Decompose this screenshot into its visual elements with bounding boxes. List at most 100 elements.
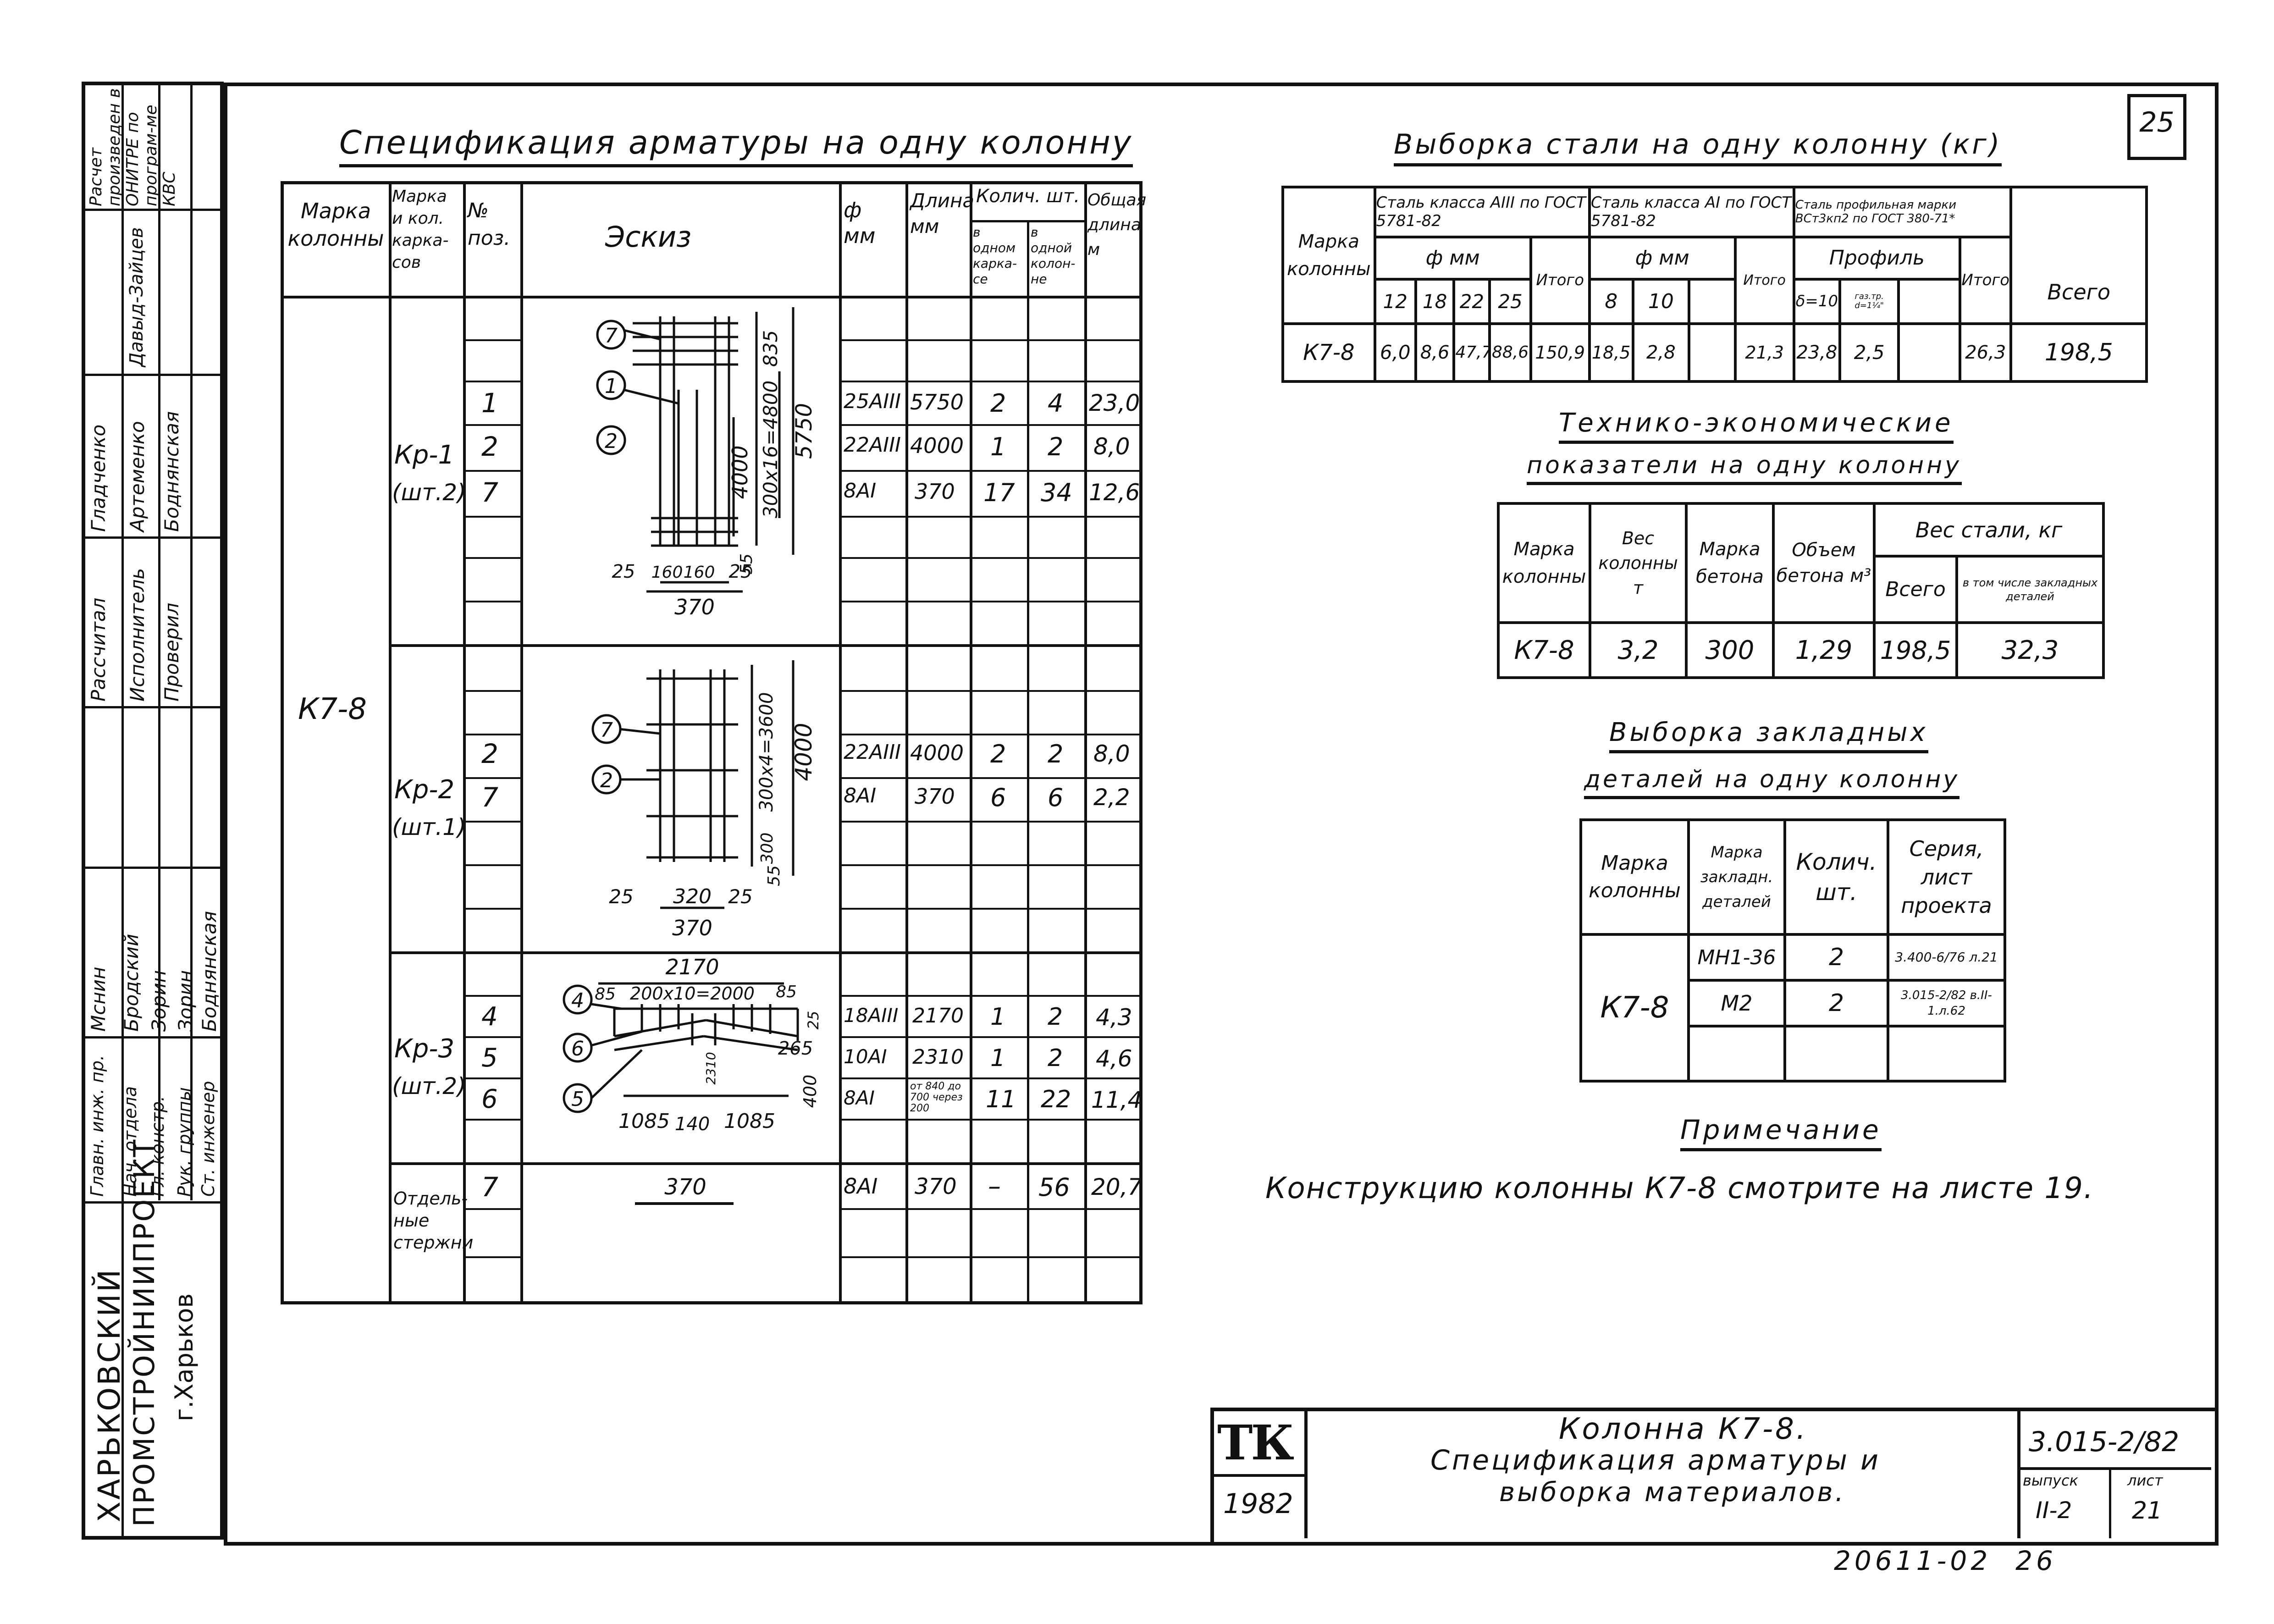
svg-text:4000: 4000 (790, 723, 817, 781)
steel-h-dmm2: ф мм (1588, 235, 1737, 281)
len: 2310 (912, 1045, 964, 1069)
title-sheet: 21 (2132, 1497, 2163, 1525)
callout-7: 7 (605, 324, 618, 348)
steel-h-itogo1: Итого (1529, 235, 1591, 325)
svg-text:6: 6 (571, 1037, 584, 1061)
svg-text:25: 25 (805, 1011, 822, 1030)
stamp-name-1: Бродский (120, 934, 143, 1032)
diam: 18АIII (844, 1004, 899, 1027)
stamp-role-3: Рук. группы (174, 1087, 194, 1197)
group-mark-kr1: Кр-1 (394, 440, 455, 470)
qc: 2 (1048, 740, 1064, 768)
svg-text:300x4=3600: 300x4=3600 (756, 692, 777, 812)
spec-h-sketch: Эскиз (605, 220, 692, 254)
stamp-name-check: Боднянская (160, 411, 183, 532)
qc: 22 (1041, 1086, 1071, 1113)
emb-h-emark: Марка закладн. деталей (1687, 818, 1786, 936)
pos: 6 (481, 1084, 498, 1114)
svg-text:370: 370 (672, 916, 712, 940)
bottom-code: 20611-02 26 (1834, 1545, 2057, 1576)
title-name-1: Колонна К7-8. (1559, 1412, 1808, 1446)
qc: 56 (1038, 1173, 1070, 1202)
tep-title-2: показатели на одну колонну (1527, 452, 1962, 485)
title-issue: II-2 (2036, 1497, 2072, 1524)
qf: 6 (990, 783, 1006, 812)
svg-text:4: 4 (571, 989, 584, 1012)
qf: 1 (990, 432, 1006, 461)
stamp-role-calc: Рассчитал (87, 597, 110, 702)
svg-text:835: 835 (759, 330, 782, 367)
svg-text:300: 300 (758, 833, 777, 864)
tk-logo: ТК (1217, 1414, 1294, 1471)
steel-title: Выборка стали на одну колонну (кг) (1394, 128, 2002, 166)
spec-h-diam: ф мм (844, 198, 876, 248)
steel-table: Марка колонны Сталь класса АIII по ГОСТ … (1281, 186, 2148, 383)
emb-h-series: Серия, лист проекта (1887, 818, 2006, 936)
stamp-name-calc: Гладченко (87, 424, 110, 532)
spec-table (281, 181, 1143, 1304)
diam: 8АI (844, 479, 877, 503)
note-text: Конструкцию колонны К7-8 смотрите на лис… (1265, 1171, 2094, 1205)
emb-row: М2 2 3.015-2/82 в.II-1.л.62 (1581, 979, 2006, 1027)
svg-text:5: 5 (571, 1088, 584, 1111)
emb-row: К7-8 МН1-36 2 3.400-6/76 л.21 (1579, 933, 2006, 1083)
title-code: 3.015-2/82 (2029, 1426, 2180, 1458)
svg-text:2170: 2170 (665, 955, 719, 979)
svg-text:85: 85 (595, 985, 616, 1004)
svg-text:7: 7 (600, 718, 613, 742)
stamp-name-4: Боднянская (198, 911, 221, 1032)
svg-text:25: 25 (728, 885, 752, 908)
svg-text:300x16=4800: 300x16=4800 (759, 381, 782, 519)
qc: 2 (1048, 432, 1064, 461)
svg-text:160: 160 (651, 563, 683, 582)
sketch-kr1: 7 1 2 835 300x16=4800 5750 4000 55 25 16… (596, 307, 817, 619)
tep-title-1: Технико-экономические (1559, 408, 1954, 444)
emb-title-1: Выборка закладных (1609, 718, 1928, 753)
spec-title: Спецификация арматуры на одну колонну (339, 124, 1133, 167)
tot: 23,0 (1089, 390, 1140, 416)
stamp-org-2: ПРОМСТРОЙНИИПРОЕКТ (127, 1138, 161, 1527)
pos: 5 (481, 1043, 498, 1073)
pos: 7 (481, 782, 498, 813)
tep-table: Марка колонны Вес колонны т Марка бетона… (1497, 502, 2105, 679)
svg-text:55: 55 (737, 553, 756, 574)
steel-h-total: Всего (2009, 186, 2148, 324)
steel-h-prof2: Профиль (1792, 235, 1962, 281)
spec-h-length: Длина мм (910, 189, 975, 238)
group-mark-sep: Отдель-ные стержни (393, 1188, 474, 1253)
spec-column-mark: К7-8 (298, 692, 367, 726)
group-mark-kr2: Кр-2 (394, 775, 455, 805)
emb-h-mark: Марка колонны (1579, 818, 1690, 936)
svg-text:160: 160 (684, 563, 715, 582)
spec-h-qty-col: в одной колон-не (1031, 225, 1076, 287)
diam: 10АI (844, 1045, 887, 1068)
emb-h-qty: Колич. шт. (1783, 818, 1889, 936)
qc: 6 (1048, 783, 1064, 812)
title-name-3: выборка материалов. (1499, 1476, 1846, 1508)
callout-1: 1 (605, 375, 618, 398)
spec-h-qty-frame: в одном карка-се (973, 225, 1017, 287)
tep-h-emb: в том числе закладных деталей (1955, 555, 2105, 624)
steel-h-a1: Сталь класса АI по ГОСТ 5781-82 (1588, 186, 1795, 238)
len: 370 (915, 479, 955, 504)
diam: 25АIII (844, 390, 901, 413)
stamp-role-exec: Исполнитель (126, 568, 149, 702)
diam: 22АIII (844, 740, 901, 764)
qc: 34 (1041, 478, 1072, 507)
pos: 2 (481, 431, 498, 462)
tot: 4,6 (1096, 1045, 1132, 1072)
note-title: Примечание (1680, 1114, 1882, 1151)
len: 4000 (910, 740, 964, 765)
spec-h-frames: Марка и кол. карка-сов (392, 187, 449, 272)
svg-text:2: 2 (600, 769, 613, 792)
pos: 1 (481, 387, 498, 419)
emb-title-2: деталей на одну колонну (1584, 766, 1960, 799)
svg-text:25: 25 (612, 561, 635, 582)
qc: 2 (1048, 1044, 1063, 1072)
qf: – (988, 1171, 1001, 1201)
qf: 2 (990, 389, 1006, 418)
stamp-name-0: Мснин (87, 967, 110, 1032)
title-h-sheet: лист (2127, 1472, 2163, 1489)
svg-text:2310: 2310 (703, 1052, 718, 1084)
stamp-top-sign: Давыд-Зайцев (126, 227, 147, 367)
